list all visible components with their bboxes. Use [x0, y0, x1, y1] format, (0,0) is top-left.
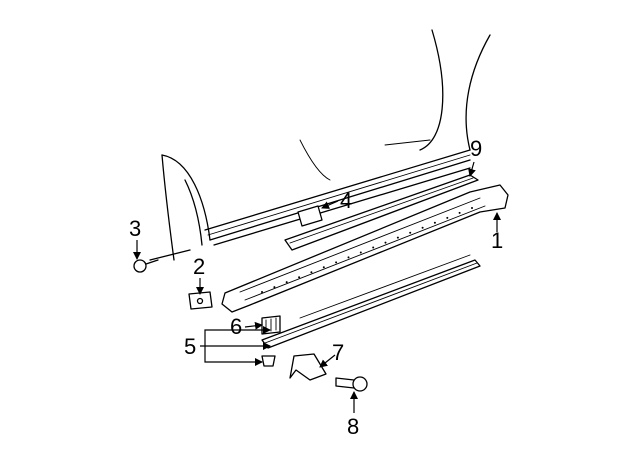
tread-dot — [384, 241, 387, 244]
part-1-running-board — [221, 184, 509, 313]
tread-dot — [396, 236, 399, 239]
tread-dot — [446, 216, 449, 219]
tread-dot — [310, 271, 313, 274]
callout-7: 7 — [332, 340, 344, 365]
tread-dot — [433, 221, 436, 224]
part-7-bracket — [289, 353, 327, 381]
leader-arrows — [133, 161, 501, 413]
tread-dot — [372, 246, 375, 249]
tread-dot — [273, 286, 276, 289]
vehicle-body-outline — [149, 29, 491, 261]
callout-1: 1 — [491, 228, 503, 253]
tread-dot — [458, 211, 461, 214]
callout-6: 6 — [230, 314, 242, 339]
tread-dot — [335, 261, 338, 264]
tread-dot — [322, 266, 325, 269]
part-6-clip — [261, 315, 281, 335]
tread-dot — [347, 256, 350, 259]
tread-dot — [359, 251, 362, 254]
tread-dot — [471, 207, 473, 209]
part-4-clip — [297, 205, 323, 227]
part-5-nut — [261, 355, 276, 367]
callout-8: 8 — [347, 414, 359, 439]
tread-dot — [298, 276, 301, 279]
part-3-screw — [133, 259, 159, 273]
callout-4: 4 — [340, 188, 352, 213]
part-2-retainer — [188, 291, 213, 310]
tread-dot — [261, 291, 263, 293]
callout-9: 9 — [470, 136, 482, 161]
tread-dot — [421, 226, 424, 229]
callout-3: 3 — [129, 216, 141, 241]
tread-dot — [409, 231, 412, 234]
tread-dot — [285, 281, 288, 284]
callout-2: 2 — [193, 254, 205, 279]
callout-5: 5 — [184, 334, 196, 359]
part-8-bolt — [335, 376, 368, 392]
part-9-trim-strip — [284, 174, 479, 251]
